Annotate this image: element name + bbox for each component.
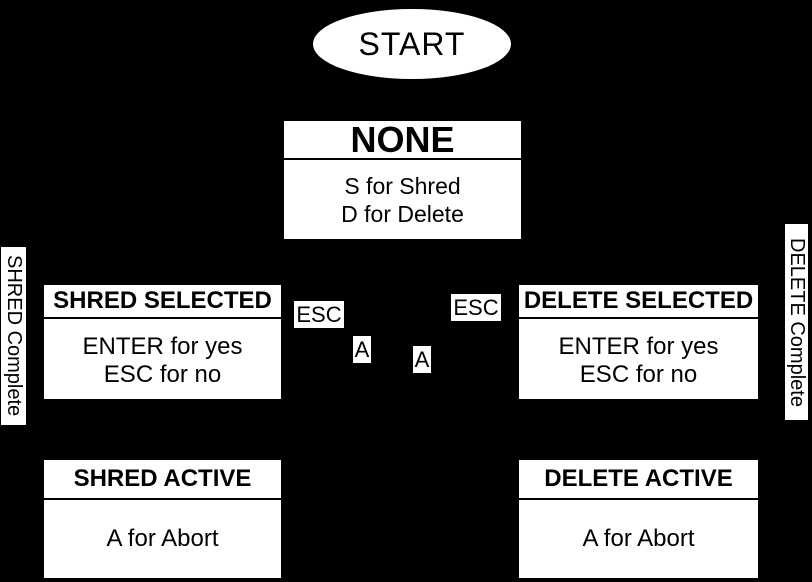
state-shred-selected-body: ENTER for yes ESC for no — [44, 319, 281, 399]
transition-label-esc-right: ESC — [451, 294, 501, 321]
state-none-title: NONE — [284, 119, 521, 160]
start-node-label: START — [358, 25, 466, 62]
state-shred-selected-title: SHRED SELECTED — [44, 285, 281, 319]
state-delete-active-body: A for Abort — [519, 500, 758, 578]
state-delete-active: DELETE ACTIVE A for Abort — [519, 460, 758, 578]
state-shred-active: SHRED ACTIVE A for Abort — [44, 460, 281, 578]
state-delete-selected-title: DELETE SELECTED — [519, 285, 758, 319]
transition-label-shred-complete: SHRED Complete — [1, 247, 26, 425]
state-delete-selected-line-2: ESC for no — [579, 360, 698, 388]
state-shred-active-line-1: A for Abort — [106, 525, 219, 552]
state-delete-selected-body: ENTER for yes ESC for no — [519, 319, 758, 399]
state-delete-selected-line-1: ENTER for yes — [558, 332, 719, 360]
state-delete-active-line-1: A for Abort — [582, 525, 695, 552]
transition-label-a-right: A — [413, 346, 431, 373]
transition-label-esc-left: ESC — [294, 301, 344, 328]
state-shred-selected-line-1: ENTER for yes — [82, 332, 243, 360]
start-node: START — [313, 9, 511, 79]
state-shred-selected-line-2: ESC for no — [103, 360, 222, 388]
state-delete-selected: DELETE SELECTED ENTER for yes ESC for no — [519, 285, 758, 399]
transition-label-delete-complete: DELETE Complete — [785, 224, 808, 420]
state-none-body: S for Shred D for Delete — [284, 160, 521, 239]
transition-label-a-left: A — [353, 336, 371, 363]
shred-complete-text: SHRED Complete — [3, 255, 25, 417]
state-shred-active-body: A for Abort — [44, 500, 281, 578]
state-shred-active-title: SHRED ACTIVE — [44, 460, 281, 500]
delete-complete-text: DELETE Complete — [786, 237, 808, 407]
state-none-line-1: S for Shred — [344, 172, 461, 199]
state-shred-selected: SHRED SELECTED ENTER for yes ESC for no — [44, 285, 281, 399]
state-none-line-2: D for Delete — [341, 200, 464, 227]
state-delete-active-title: DELETE ACTIVE — [519, 460, 758, 500]
state-none: NONE S for Shred D for Delete — [284, 119, 521, 239]
